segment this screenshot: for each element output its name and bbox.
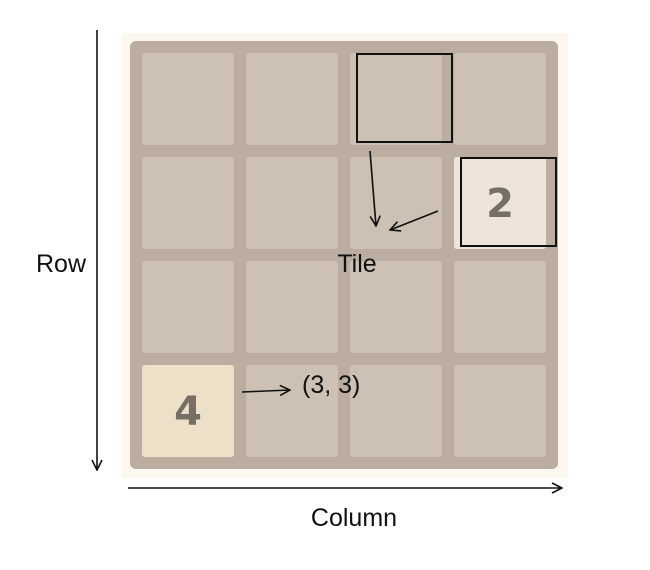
grid-cell <box>246 157 338 249</box>
grid-cell <box>350 261 442 353</box>
highlight-outline <box>460 157 557 247</box>
coordinate-pointer-arrow <box>241 390 290 392</box>
grid-cell <box>142 261 234 353</box>
tile-annotation-label: Tile <box>337 250 376 278</box>
grid-cell <box>454 261 546 353</box>
grid-cell <box>246 53 338 145</box>
column-axis-label: Column <box>311 504 397 532</box>
grid-cell <box>454 365 546 457</box>
grid-cell <box>350 365 442 457</box>
coordinate-annotation-label: (3, 3) <box>302 371 360 399</box>
tile-pointer-arrow-1 <box>369 150 376 226</box>
grid-cell <box>246 365 338 457</box>
highlight-outline <box>356 53 453 143</box>
row-axis-label: Row <box>36 250 87 278</box>
grid-tiles: 24 <box>142 157 546 457</box>
grid-cell <box>246 261 338 353</box>
grid-cell <box>142 53 234 145</box>
game-board <box>130 41 558 469</box>
grid-cell <box>350 157 442 249</box>
grid-cell <box>350 53 442 145</box>
tile-value: 4 <box>174 389 202 435</box>
number-tile <box>142 365 234 457</box>
grid-cell <box>454 53 546 145</box>
grid-cell <box>142 157 234 249</box>
number-tile <box>454 157 546 249</box>
tile-value: 2 <box>486 181 514 227</box>
tile-pointer-arrow-2 <box>390 210 439 230</box>
grid-highlights <box>356 53 557 247</box>
